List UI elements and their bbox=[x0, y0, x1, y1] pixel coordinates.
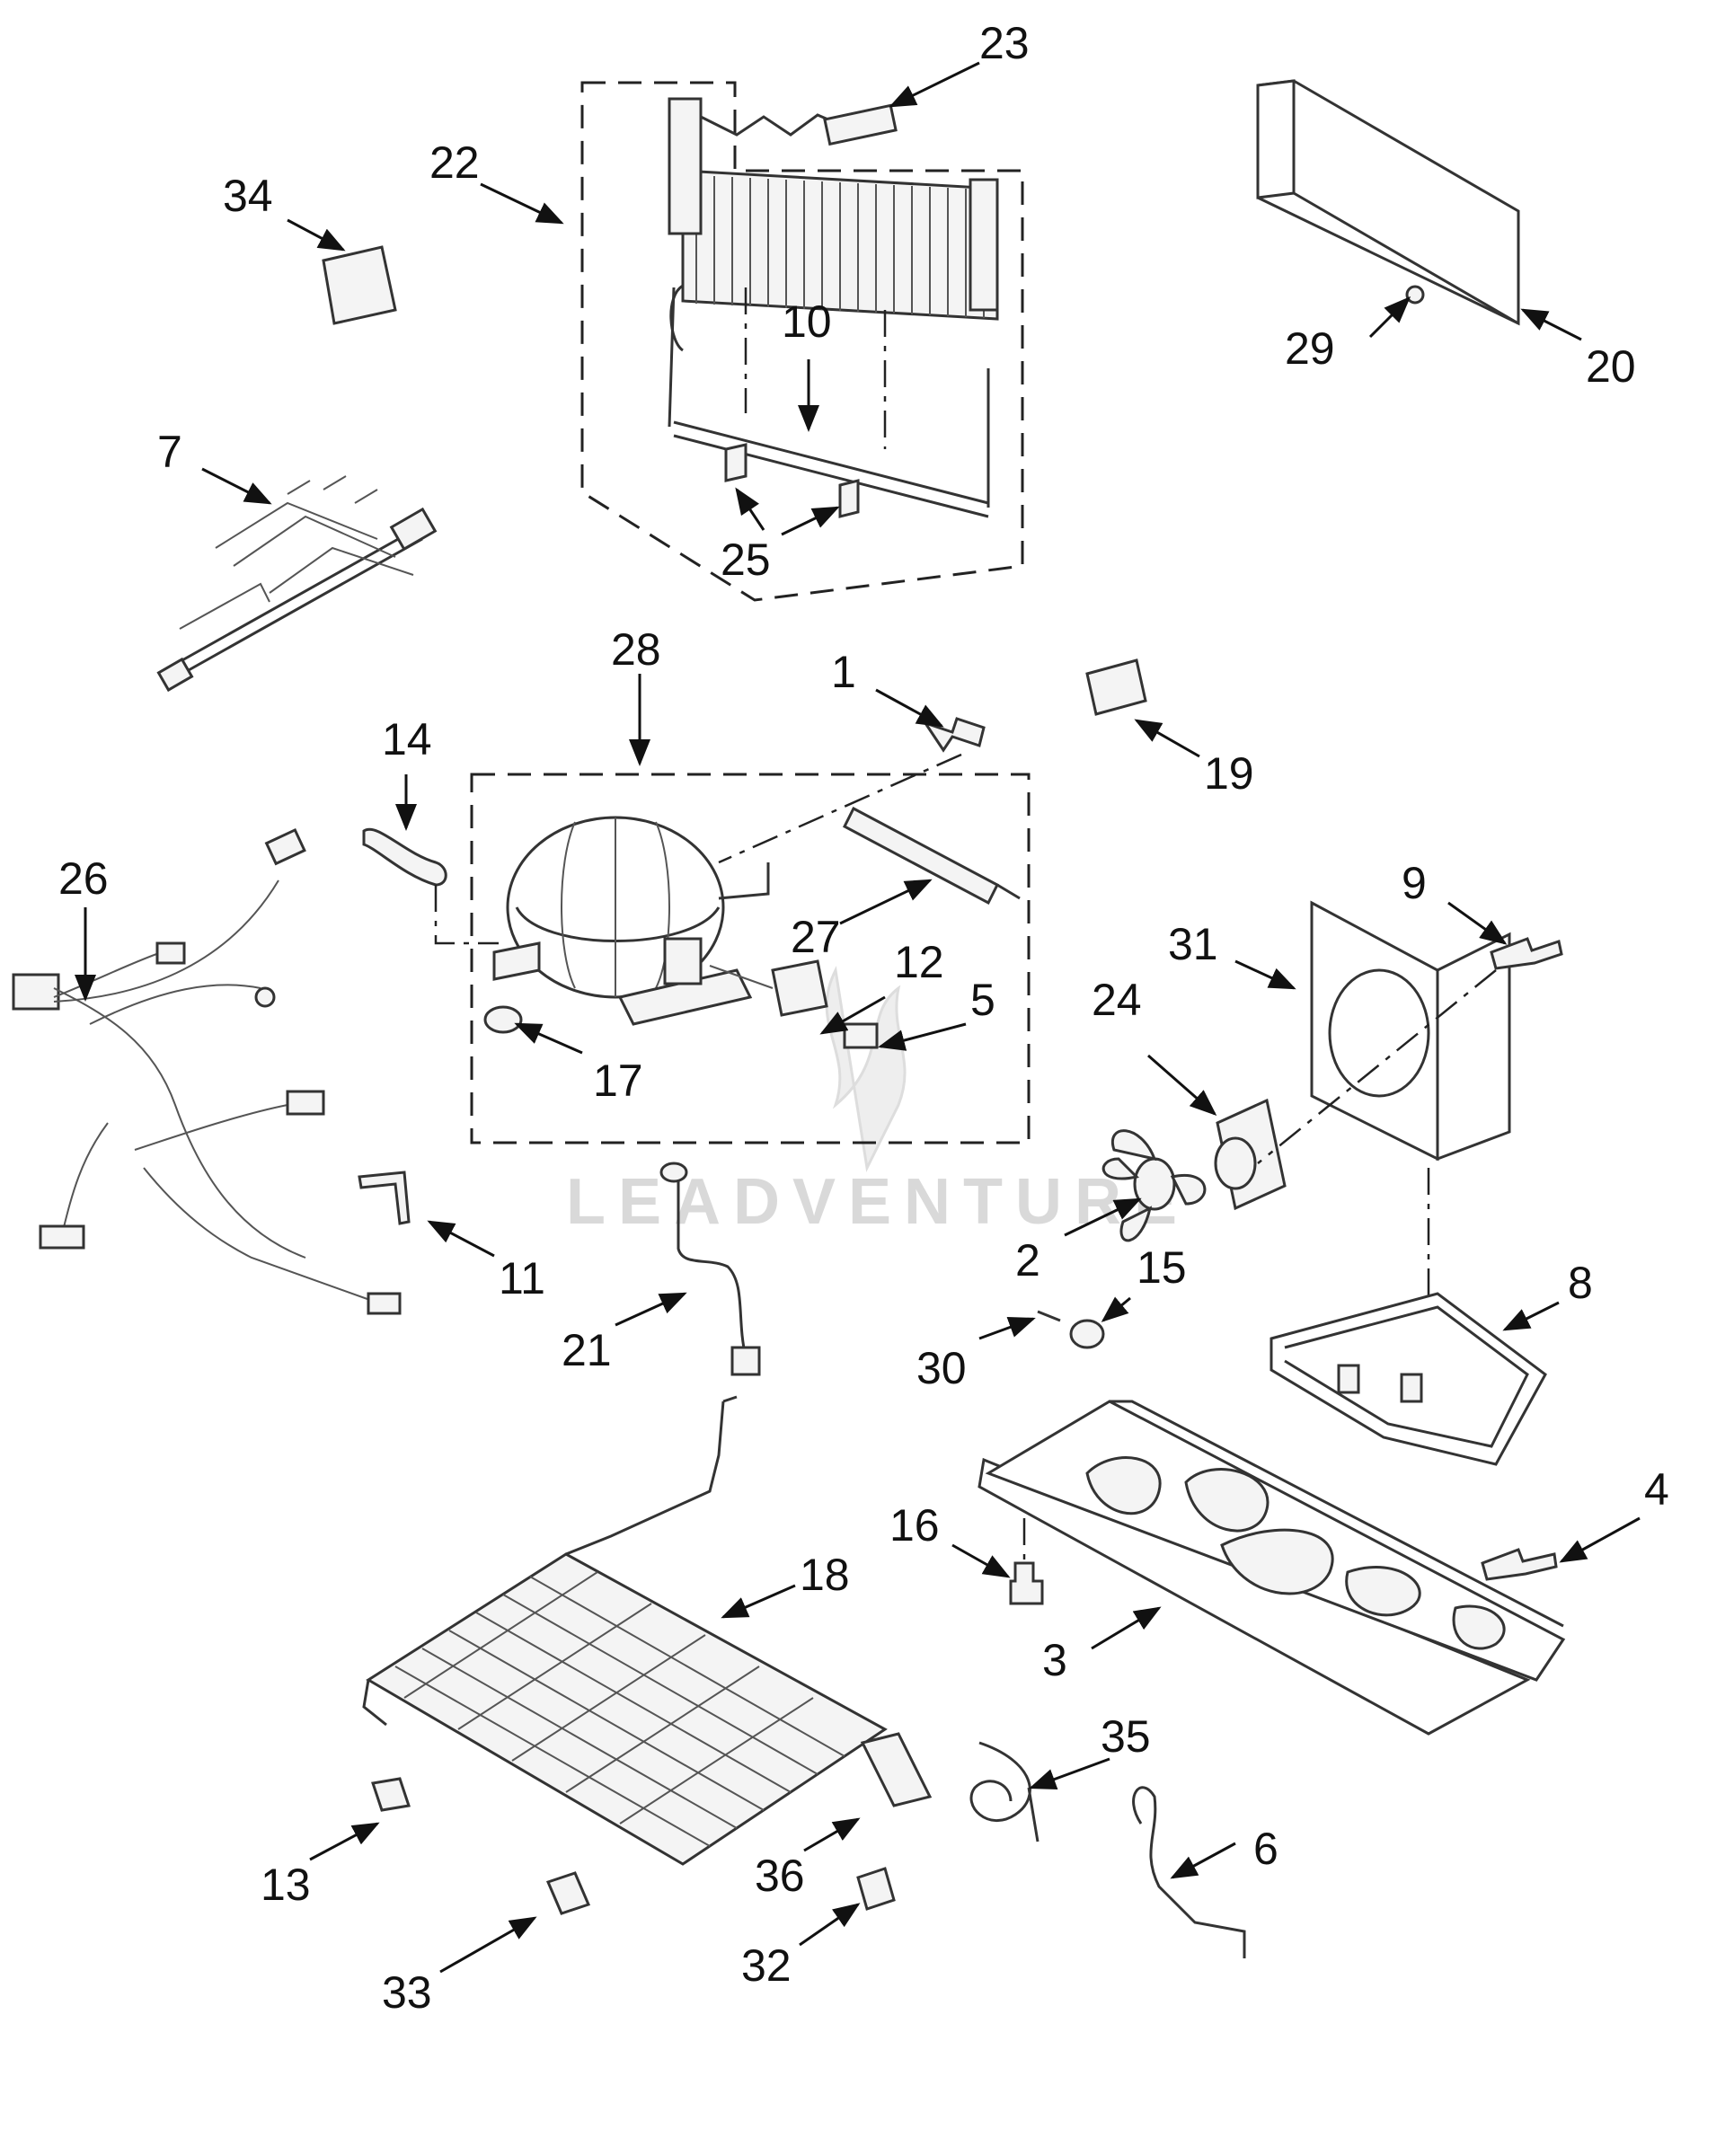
screw-29 bbox=[1405, 285, 1425, 305]
screw-16 bbox=[1009, 1561, 1044, 1605]
callout-16: 16 bbox=[889, 1500, 940, 1551]
bracket-25b bbox=[838, 479, 860, 518]
callout-1: 1 bbox=[831, 647, 856, 697]
callout-27: 27 bbox=[791, 912, 841, 962]
relay-12 bbox=[709, 959, 828, 1017]
callout-23: 23 bbox=[979, 18, 1030, 68]
tray-8 bbox=[1270, 1292, 1547, 1466]
base-plate-3 bbox=[978, 1400, 1566, 1736]
callout-36: 36 bbox=[755, 1851, 805, 1901]
callout-17: 17 bbox=[593, 1056, 643, 1106]
callout-24: 24 bbox=[1092, 975, 1142, 1025]
callout-3: 3 bbox=[1042, 1635, 1067, 1685]
bushing-15 bbox=[1069, 1319, 1105, 1349]
callout-8: 8 bbox=[1568, 1258, 1593, 1308]
callout-28: 28 bbox=[611, 624, 661, 675]
callout-11: 11 bbox=[499, 1253, 545, 1303]
compressor bbox=[492, 816, 770, 1026]
callout-14: 14 bbox=[382, 714, 432, 764]
sleeve-32 bbox=[856, 1867, 896, 1911]
harness-26 bbox=[12, 827, 402, 1315]
compressor-assembly-boundary bbox=[470, 773, 1031, 1144]
callout-6: 6 bbox=[1253, 1824, 1278, 1874]
callout-4: 4 bbox=[1644, 1464, 1669, 1515]
condenser-wire bbox=[700, 113, 854, 137]
wire-6 bbox=[1132, 1786, 1246, 1958]
tube-19 bbox=[1085, 658, 1147, 716]
callout-20: 20 bbox=[1586, 341, 1636, 392]
callout-7: 7 bbox=[157, 427, 182, 477]
callout-15: 15 bbox=[1137, 1242, 1187, 1293]
sleeve-36 bbox=[860, 1732, 933, 1807]
callout-22: 22 bbox=[429, 137, 480, 188]
callout-13: 13 bbox=[261, 1860, 311, 1910]
watermark-text: LEADVENTURE bbox=[566, 1166, 1190, 1238]
callout-25: 25 bbox=[721, 535, 771, 585]
thermostat-33 bbox=[545, 1871, 591, 1915]
duct-20 bbox=[1256, 79, 1520, 326]
callout-9: 9 bbox=[1402, 858, 1427, 908]
condenser-assembly-boundary bbox=[580, 81, 1024, 602]
fan-motor-24 bbox=[1214, 1098, 1287, 1211]
screw-4 bbox=[1481, 1548, 1558, 1581]
callout-26: 26 bbox=[58, 853, 109, 904]
fan-shroud-31 bbox=[1310, 900, 1511, 1162]
pad-23 bbox=[823, 103, 898, 146]
callout-29: 29 bbox=[1285, 323, 1335, 374]
screw-9 bbox=[1490, 937, 1563, 970]
condenser-coil bbox=[668, 97, 999, 518]
callout-21: 21 bbox=[562, 1325, 612, 1375]
fan-blade-2 bbox=[1101, 1129, 1207, 1242]
harness-7 bbox=[156, 475, 438, 693]
callout-34: 34 bbox=[223, 171, 273, 221]
bracket-25a bbox=[724, 443, 748, 482]
cover-5 bbox=[843, 1022, 879, 1049]
evaporator-coil-18 bbox=[362, 1395, 888, 1866]
screw-1 bbox=[922, 717, 986, 753]
drain-tube-21 bbox=[677, 1168, 748, 1357]
callout-12: 12 bbox=[894, 937, 944, 987]
leader-lines bbox=[75, 61, 1641, 1974]
wire-clip-35 bbox=[969, 1741, 1040, 1842]
pin-30 bbox=[1037, 1310, 1061, 1322]
clip-13 bbox=[371, 1777, 411, 1812]
callout-30: 30 bbox=[916, 1343, 967, 1393]
callout-10: 10 bbox=[782, 296, 832, 347]
drier-27 bbox=[843, 806, 1021, 906]
callout-31: 31 bbox=[1168, 919, 1218, 969]
grommet-17 bbox=[483, 1005, 523, 1034]
pad-34 bbox=[322, 245, 397, 325]
callout-5: 5 bbox=[970, 975, 995, 1025]
clip-11 bbox=[358, 1171, 411, 1225]
callout-35: 35 bbox=[1101, 1711, 1151, 1762]
callout-32: 32 bbox=[741, 1940, 792, 1991]
callout-19: 19 bbox=[1204, 748, 1254, 799]
callout-labels: 23 22 34 10 29 20 7 25 28 1 19 14 26 9 3… bbox=[58, 18, 1669, 2018]
callout-33: 33 bbox=[382, 1967, 432, 2018]
strap-14 bbox=[362, 827, 447, 887]
callout-2: 2 bbox=[1015, 1235, 1040, 1286]
callout-18: 18 bbox=[800, 1550, 850, 1600]
